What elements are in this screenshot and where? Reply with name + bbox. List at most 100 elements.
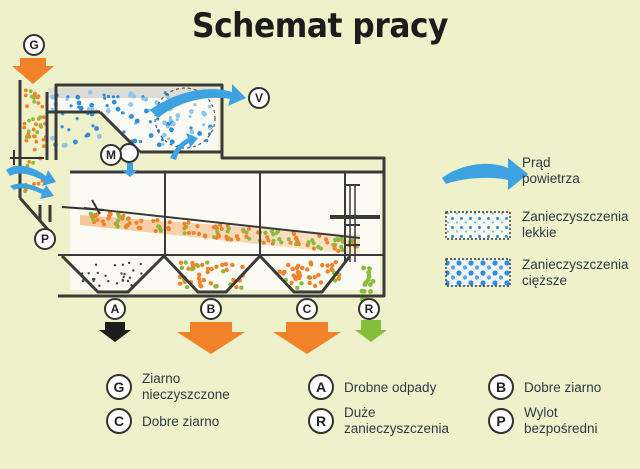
particle <box>76 100 82 106</box>
particle <box>27 160 32 164</box>
particle <box>271 238 276 243</box>
particle <box>288 240 293 245</box>
legend-key-b: B <box>488 374 514 400</box>
particle <box>91 278 95 281</box>
particle <box>205 266 211 271</box>
particle <box>333 242 338 247</box>
particle <box>182 221 187 226</box>
particle <box>148 120 152 124</box>
particle <box>93 213 98 219</box>
particle <box>87 89 93 95</box>
particle <box>275 229 281 234</box>
particle <box>186 266 191 271</box>
marker-r: R <box>358 298 380 320</box>
particle <box>140 272 143 275</box>
output-arrows <box>99 320 387 354</box>
particle <box>189 129 195 135</box>
particle <box>128 276 132 279</box>
particle <box>50 94 56 100</box>
particle <box>28 89 33 94</box>
legend-air-label: Prąd powietrza <box>522 155 580 186</box>
particle <box>163 91 167 95</box>
particle <box>95 217 100 223</box>
particle <box>208 126 213 130</box>
particle <box>158 228 163 233</box>
particle <box>35 95 40 100</box>
particle <box>325 269 330 274</box>
particle <box>193 103 197 107</box>
particle <box>87 272 90 275</box>
particle <box>294 237 299 242</box>
feed-roller <box>10 150 105 215</box>
particle <box>35 130 40 135</box>
marker-v: V <box>248 87 270 109</box>
particle <box>27 118 31 123</box>
particle <box>115 106 121 112</box>
particle <box>169 127 174 133</box>
particle <box>23 188 28 192</box>
particle <box>105 104 109 108</box>
particle <box>196 276 202 281</box>
particle <box>155 218 160 223</box>
particle <box>307 280 312 286</box>
particle <box>182 226 187 231</box>
particle <box>166 225 171 230</box>
marker-g: G <box>23 34 45 56</box>
particle <box>325 240 330 245</box>
particle <box>60 125 64 129</box>
particle <box>120 272 123 275</box>
particle <box>168 116 172 120</box>
particle <box>292 232 297 237</box>
particle <box>221 269 226 274</box>
particle <box>111 99 117 105</box>
particle <box>50 135 55 141</box>
particle <box>246 226 252 231</box>
legend-key-r: R <box>308 408 334 434</box>
particle <box>295 285 300 290</box>
particle <box>94 126 99 131</box>
particle <box>121 263 125 266</box>
particle <box>286 262 291 268</box>
marker-b: B <box>200 298 222 320</box>
particle <box>111 95 116 99</box>
particle <box>40 104 45 109</box>
particle <box>202 111 208 117</box>
inlet-arrow-icon <box>12 58 54 84</box>
particle <box>307 275 313 280</box>
particle <box>320 262 325 268</box>
legend-text-g: Ziarno nieczyszczone <box>142 371 230 402</box>
particle <box>289 280 294 286</box>
particle <box>63 142 68 148</box>
particle <box>143 96 149 102</box>
particle <box>214 235 219 240</box>
particle <box>91 217 96 222</box>
particle <box>121 213 126 218</box>
machine-air-arrows <box>6 84 246 199</box>
particle <box>148 133 154 138</box>
particle <box>104 274 107 277</box>
particle <box>87 107 91 111</box>
particle <box>94 263 98 266</box>
particle <box>127 261 131 265</box>
particle <box>214 264 219 269</box>
particle <box>38 123 43 128</box>
particle <box>153 228 158 234</box>
particle <box>239 285 244 290</box>
particle <box>96 134 102 139</box>
particle <box>306 240 311 245</box>
particle <box>132 269 135 272</box>
particle <box>141 97 145 101</box>
legend-air-arrow-icon <box>442 158 528 190</box>
particle <box>182 231 187 236</box>
particle <box>161 142 165 146</box>
particle <box>213 224 218 229</box>
particle <box>195 224 200 229</box>
machine-frame <box>18 80 386 298</box>
particle <box>84 134 88 138</box>
output-arrow-c-icon <box>273 322 341 354</box>
particle <box>363 280 369 285</box>
particle <box>330 262 335 268</box>
particle <box>311 241 316 246</box>
legend-text-b: Dobre ziarno <box>524 380 602 395</box>
particle <box>234 285 239 290</box>
